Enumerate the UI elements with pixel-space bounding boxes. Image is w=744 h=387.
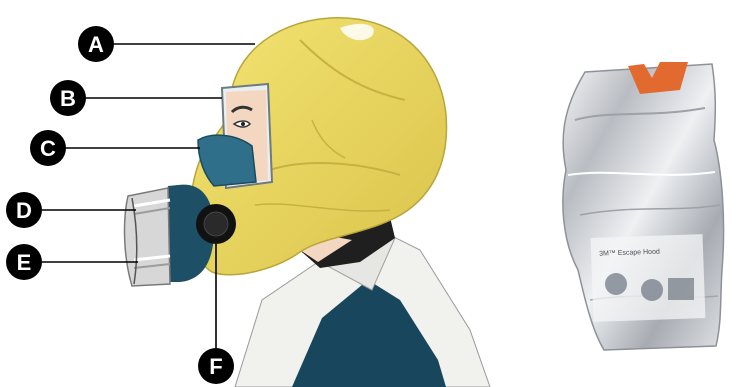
callout-letter-b: B: [60, 86, 76, 111]
callout-letter-d: D: [16, 198, 32, 223]
callout-d: D: [6, 192, 42, 228]
callout-f: F: [198, 348, 234, 384]
callout-letter-c: C: [40, 136, 56, 161]
storage-pouch: 3M™ Escape Hood: [563, 62, 724, 350]
callout-letter-f: F: [209, 354, 222, 379]
pouch-illustration: [605, 273, 627, 295]
callout-e: E: [6, 244, 42, 280]
exhalation-valve: [196, 204, 236, 244]
pouch-illustration: [641, 279, 663, 301]
pouch-illustration: [668, 278, 694, 300]
valve-inner: [204, 212, 228, 236]
callout-c: C: [30, 130, 66, 166]
callout-letter-a: A: [88, 32, 104, 57]
callout-a: A: [78, 26, 114, 62]
callout-letter-e: E: [17, 250, 32, 275]
callout-b: B: [50, 80, 86, 116]
pupil: [241, 122, 245, 126]
